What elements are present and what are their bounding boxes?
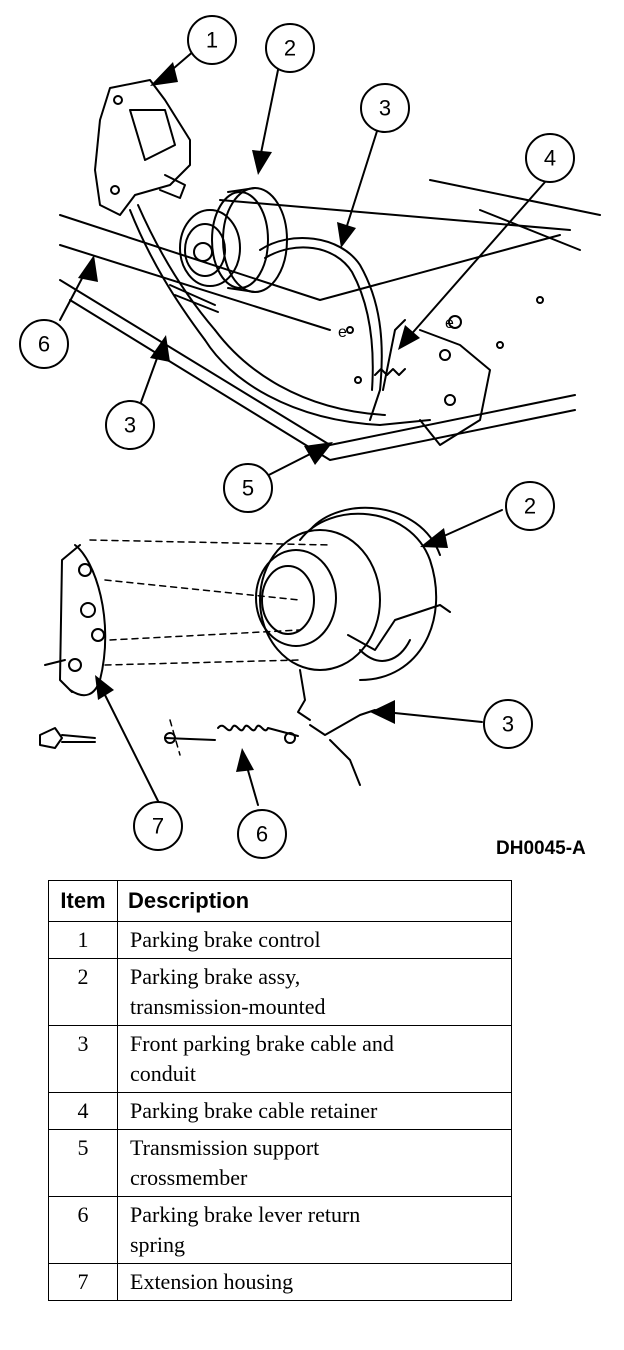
description-line: crossmember (130, 1165, 248, 1190)
description-line: Parking brake cable retainer (130, 1098, 378, 1123)
svg-text:e: e (338, 324, 347, 341)
item-description: Parking brake control (117, 921, 512, 959)
item-description: Extension housing (117, 1263, 512, 1301)
callouts: 1 2 3 4 6 3 5 2 3 7 6 (19, 15, 575, 859)
item-description: Front parking brake cable and conduit (117, 1025, 512, 1093)
callout-6: 6 (19, 319, 69, 369)
callout-2b: 2 (505, 481, 555, 531)
item-number: 6 (48, 1196, 118, 1264)
description-line: Parking brake assy, (130, 964, 301, 989)
description-line: Extension housing (130, 1269, 294, 1294)
callout-3b: 3 (105, 400, 155, 450)
svg-text:4: 4 (544, 146, 556, 171)
callout-5: 5 (223, 463, 273, 513)
svg-text:5: 5 (242, 476, 254, 501)
callout-3c: 3 (483, 699, 533, 749)
brake-diagram: e e (19, 15, 601, 859)
description-line: transmission-mounted (130, 994, 326, 1019)
svg-text:3: 3 (379, 96, 391, 121)
callout-3: 3 (360, 83, 410, 133)
svg-text:3: 3 (124, 413, 136, 438)
description-line: Transmission support (130, 1135, 320, 1160)
svg-text:6: 6 (38, 332, 50, 357)
callout-4: 4 (525, 133, 575, 183)
table-row: 7 Extension housing (48, 1263, 512, 1301)
callout-1: 1 (187, 15, 237, 65)
item-description: Parking brake lever return spring (117, 1196, 512, 1264)
figure-id: DH0045-A (496, 838, 586, 859)
svg-text:7: 7 (152, 814, 164, 839)
item-number: 5 (48, 1129, 118, 1197)
description-line: Parking brake lever return (130, 1202, 361, 1227)
item-number: 3 (48, 1025, 118, 1093)
item-description: Parking brake cable retainer (117, 1092, 512, 1130)
table-row: 5 Transmission support crossmember (48, 1129, 512, 1197)
item-description: Transmission support crossmember (117, 1129, 512, 1197)
lower-assembly-drawing (39, 506, 451, 786)
description-line: Front parking brake cable and (130, 1031, 394, 1056)
svg-text:1: 1 (206, 28, 218, 53)
description-line: conduit (130, 1061, 196, 1086)
item-number: 2 (48, 958, 118, 1026)
table-row: 3 Front parking brake cable and conduit (48, 1025, 512, 1093)
svg-text:e: e (445, 315, 454, 332)
callout-6b: 6 (237, 809, 287, 859)
description-line: spring (130, 1232, 185, 1257)
legend-header-row: Item Description (48, 880, 512, 922)
svg-text:3: 3 (502, 712, 514, 737)
description-line: Parking brake control (130, 927, 321, 952)
description-header: Description (117, 880, 512, 922)
svg-text:2: 2 (284, 36, 296, 61)
table-row: 2 Parking brake assy, transmission-mounte… (48, 958, 512, 1026)
item-header: Item (48, 880, 118, 922)
callout-7: 7 (133, 801, 183, 851)
item-number: 7 (48, 1263, 118, 1301)
legend-table: Item Description 1 Parking brake control… (48, 880, 512, 1301)
table-row: 1 Parking brake control (48, 921, 512, 959)
item-description: Parking brake assy, transmission-mounted (117, 958, 512, 1026)
svg-text:2: 2 (524, 494, 536, 519)
item-number: 1 (48, 921, 118, 959)
svg-text:6: 6 (256, 822, 268, 847)
table-row: 4 Parking brake cable retainer (48, 1092, 512, 1130)
callout-2: 2 (265, 23, 315, 73)
item-number: 4 (48, 1092, 118, 1130)
upper-assembly-drawing: e e (59, 79, 601, 461)
table-row: 6 Parking brake lever return spring (48, 1196, 512, 1264)
